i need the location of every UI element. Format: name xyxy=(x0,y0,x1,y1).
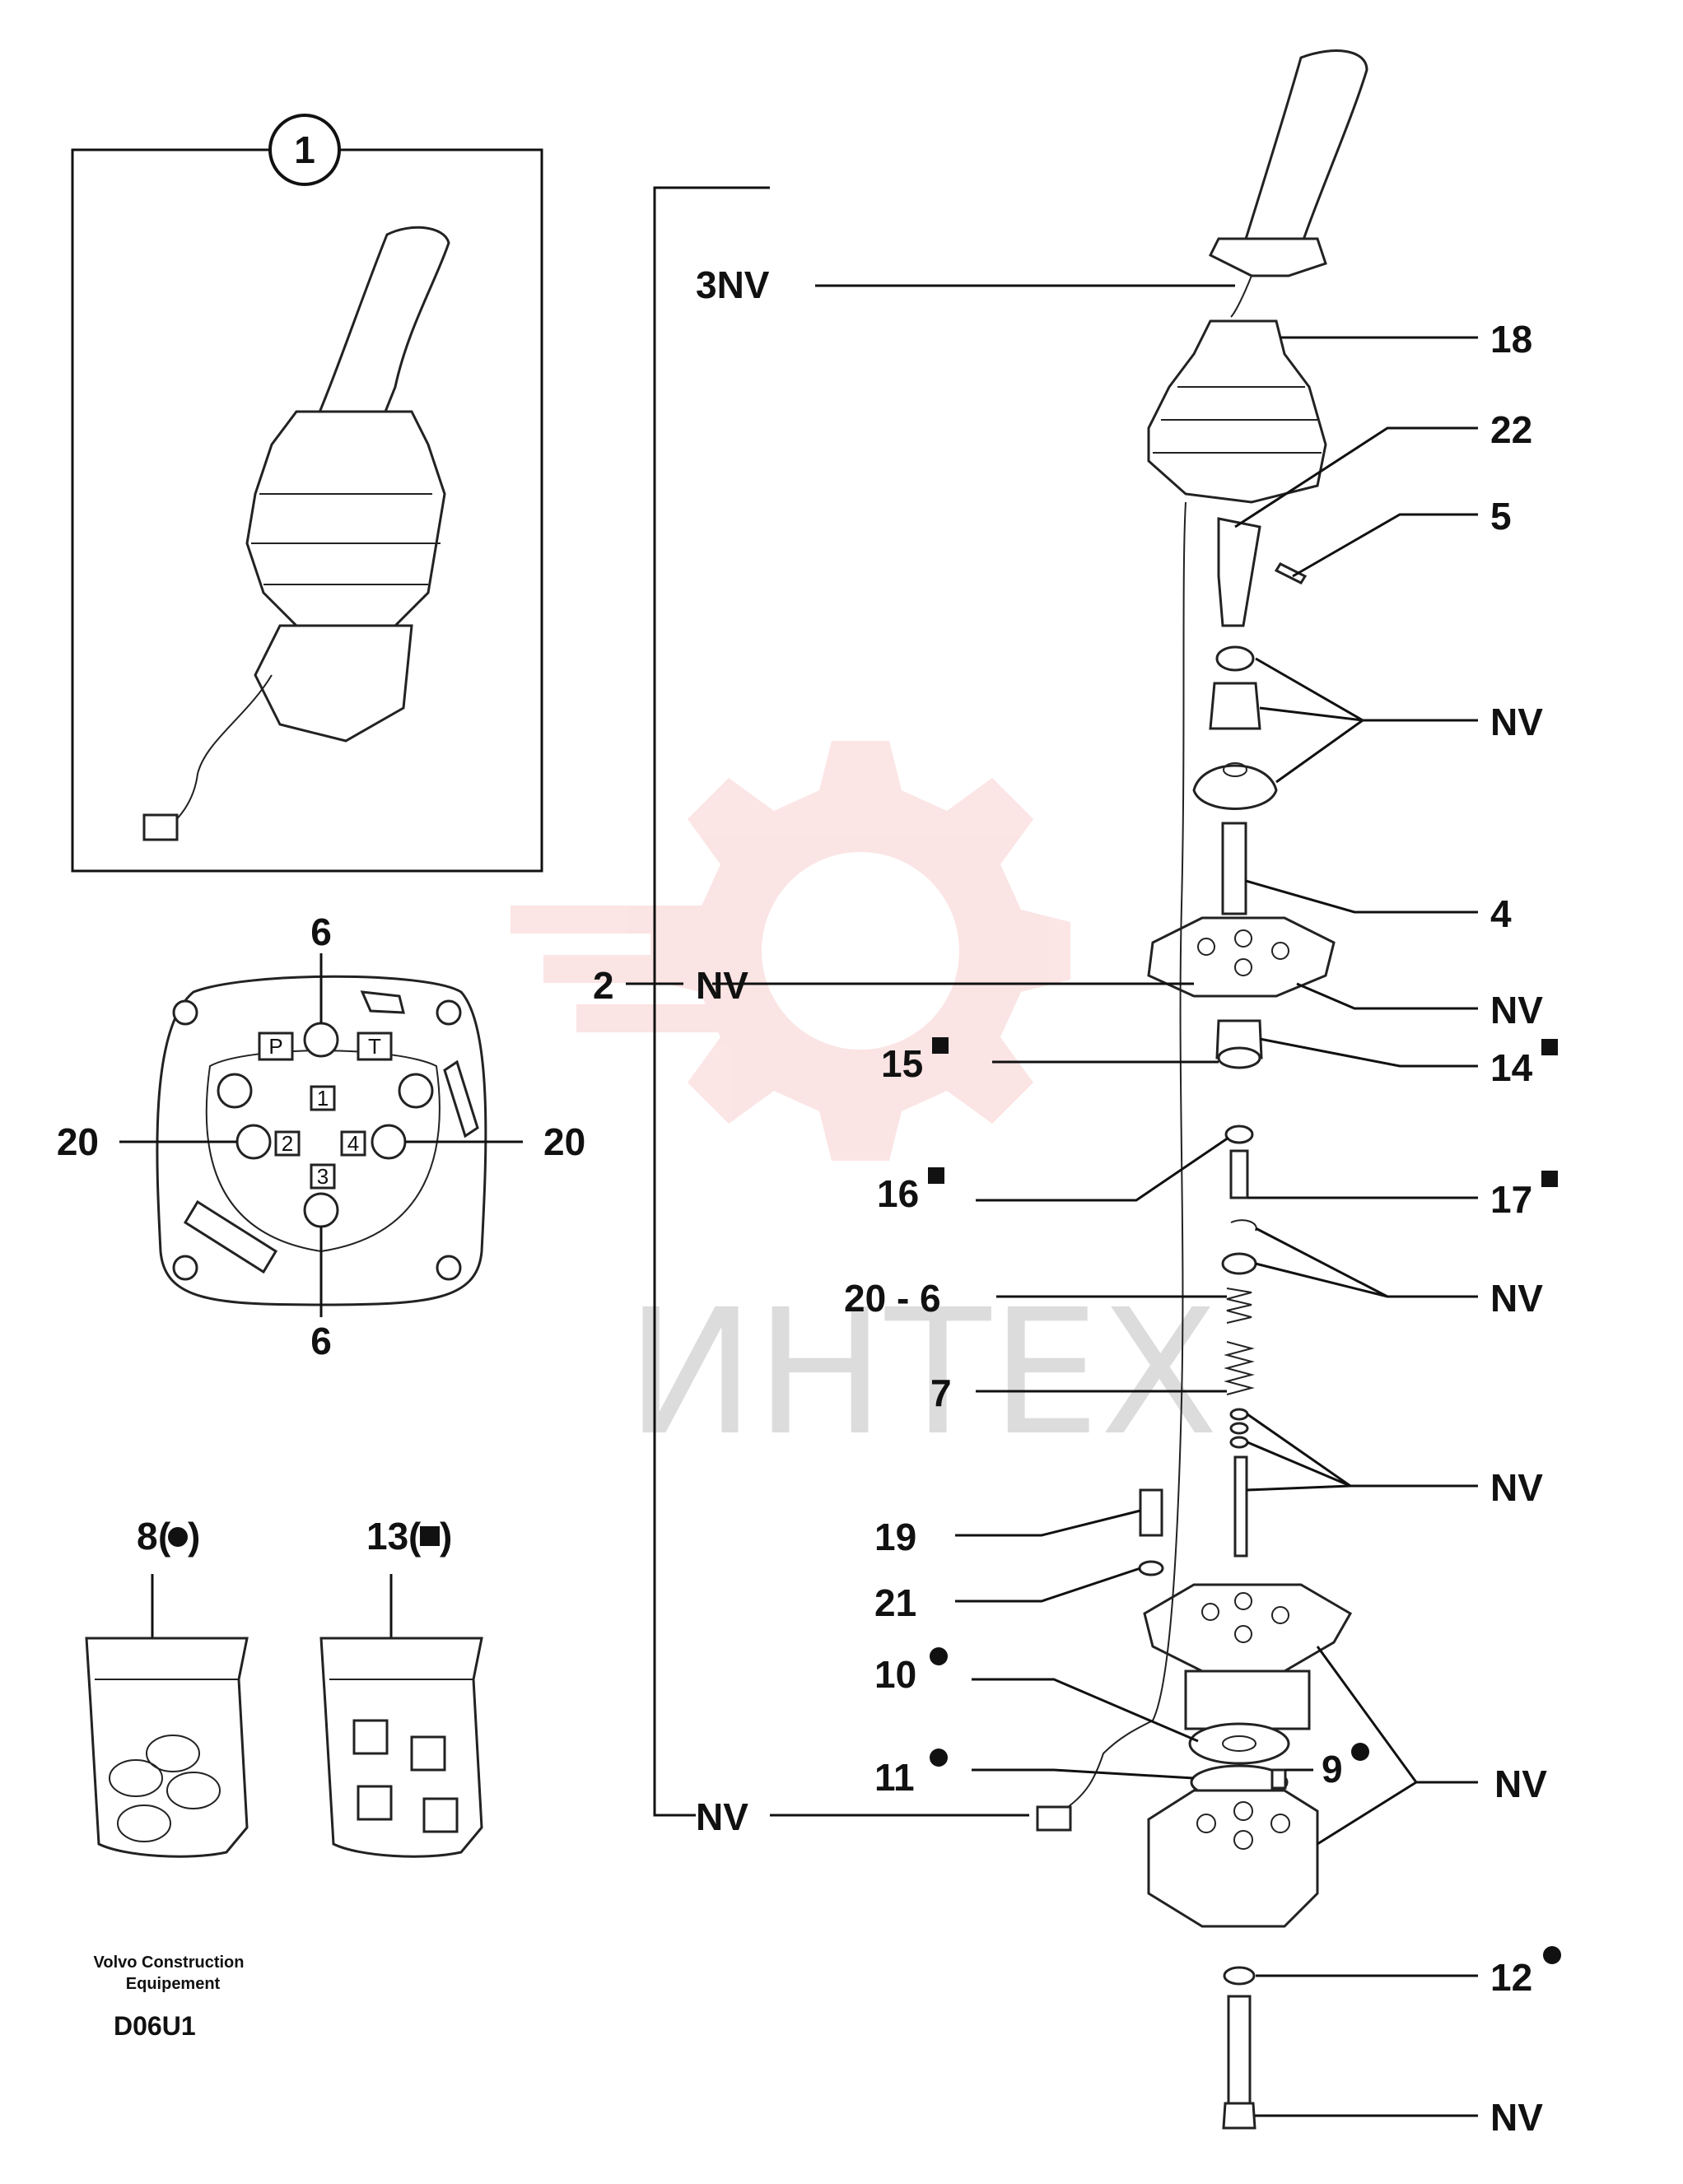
callout-nv-d: NV xyxy=(1490,1466,1543,1509)
callout-9-circle-marker xyxy=(1351,1743,1369,1761)
callout-14-square-marker xyxy=(1541,1039,1558,1055)
kit13-bracket-close: ) xyxy=(440,1515,452,1558)
callout-4: 4 xyxy=(1490,892,1512,935)
watermark-text: ИНТЕХ xyxy=(626,1272,1219,1474)
kit8-bracket-open: ( xyxy=(158,1515,171,1558)
callout-19: 19 xyxy=(874,1516,916,1558)
port-label-1: 1 xyxy=(317,1086,329,1111)
callout-18: 18 xyxy=(1490,318,1532,361)
watermark-gear-logo xyxy=(510,741,1070,1161)
callout-21: 21 xyxy=(874,1581,916,1624)
detail-circle-label: 1 xyxy=(294,128,315,171)
callout-nv-g: NV xyxy=(1490,2096,1543,2139)
port-label-t: T xyxy=(368,1034,381,1059)
port-label-4: 4 xyxy=(347,1131,359,1156)
kit8-bracket-close: ) xyxy=(188,1515,200,1558)
callout-12-circle-marker xyxy=(1543,1946,1561,1964)
callout-2nv-num: 2 xyxy=(593,964,614,1007)
assembly-bracket xyxy=(653,186,770,1817)
callout-14: 14 xyxy=(1490,1046,1533,1089)
port-bottom xyxy=(303,1192,339,1228)
valve-base-plate xyxy=(156,975,487,1306)
callout-nv-f: NV xyxy=(696,1795,748,1838)
leader-lines xyxy=(712,284,1478,2117)
port-top xyxy=(303,1022,339,1058)
callout-16-square-marker xyxy=(928,1167,944,1184)
valve-port-layout: P T 1 2 4 3 xyxy=(156,975,487,1306)
watermark-gear-shape xyxy=(650,741,1070,1161)
port-callout-bottom: 6 xyxy=(310,1320,332,1362)
callout-nv-b: NV xyxy=(1490,989,1543,1031)
callout-9: 9 xyxy=(1322,1748,1343,1791)
company-line-1: Volvo Construction xyxy=(94,1953,245,1972)
port-callout-top: 6 xyxy=(310,910,332,953)
kit8-bag-drawing xyxy=(85,1637,249,1858)
callout-3nv: 3NV xyxy=(696,263,770,306)
kit13-bag-drawing xyxy=(319,1637,483,1858)
callout-11: 11 xyxy=(874,1756,915,1799)
port-label-2: 2 xyxy=(282,1131,293,1156)
callout-15-square-marker xyxy=(932,1037,949,1054)
port-right xyxy=(371,1124,407,1160)
callout-12: 12 xyxy=(1490,1956,1532,1999)
callout-7: 7 xyxy=(930,1371,952,1414)
callout-2nv-nv: NV xyxy=(696,964,748,1007)
company-line-2: Equipement xyxy=(126,1975,221,1993)
kit13-number: 13 xyxy=(366,1515,408,1558)
drawing-code: D06U1 xyxy=(114,2011,196,2041)
port-callout-right: 20 xyxy=(543,1120,585,1163)
port-label-p: P xyxy=(268,1034,282,1059)
callout-5: 5 xyxy=(1490,495,1512,538)
callout-11-circle-marker xyxy=(930,1749,948,1767)
kit13-bracket-open: ( xyxy=(408,1515,422,1558)
callout-22: 22 xyxy=(1490,408,1532,451)
callout-20-6: 20 - 6 xyxy=(844,1277,941,1320)
callout-17: 17 xyxy=(1490,1178,1532,1221)
port-callout-left: 20 xyxy=(57,1120,99,1163)
exploded-parts-drawing xyxy=(1036,49,1368,2130)
watermark-stripe-1 xyxy=(510,906,758,934)
port-left xyxy=(235,1124,272,1160)
kit13-square-marker xyxy=(420,1526,440,1546)
callout-17-square-marker xyxy=(1541,1171,1558,1187)
callout-nv-c: NV xyxy=(1490,1277,1543,1320)
kit8-circle-marker xyxy=(168,1527,188,1547)
callout-16: 16 xyxy=(877,1172,919,1215)
detail-circle xyxy=(268,114,341,186)
callout-nv-e: NV xyxy=(1494,1763,1547,1805)
port-label-3: 3 xyxy=(317,1164,329,1189)
callout-15: 15 xyxy=(881,1042,923,1085)
watermark-stripe-2 xyxy=(543,955,758,983)
watermark-stripe-3 xyxy=(576,1004,758,1032)
callout-10-circle-marker xyxy=(930,1647,948,1665)
assembled-joystick-drawing xyxy=(142,226,450,841)
callout-nv-a: NV xyxy=(1490,701,1543,743)
watermark-gear-hole xyxy=(762,852,959,1050)
kit8-number: 8 xyxy=(137,1515,158,1558)
callout-10: 10 xyxy=(874,1653,916,1696)
